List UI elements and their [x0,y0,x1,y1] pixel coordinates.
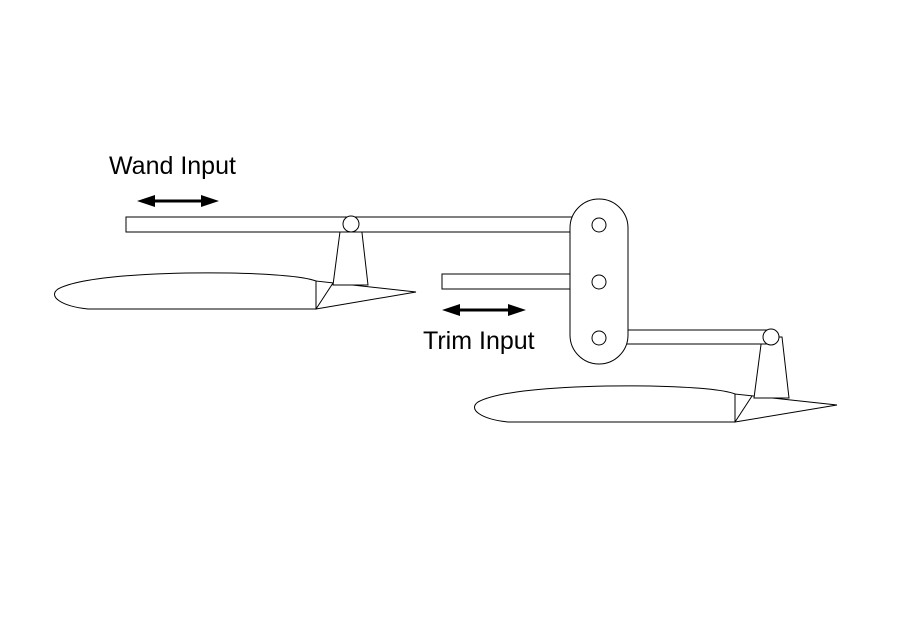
trim-push-rod [441,273,576,290]
lower-flap-horn [753,336,790,399]
bellcrank-hole-middle-icon [591,274,607,290]
bellcrank-hole-bottom-icon [591,330,607,346]
bellcrank-hole-top-icon [591,217,607,233]
upper-foil [54,272,417,310]
upper-pivot-icon [342,215,360,233]
trim-input-label: Trim Input [423,327,535,355]
lower-push-rod [621,329,773,345]
lower-foil [474,385,838,423]
trim-input-double-arrow-icon [442,304,526,316]
wand-input-double-arrow-icon [137,195,219,207]
wand-input-label: Wand Input [109,152,236,180]
upper-flap-horn [332,223,369,286]
lower-pivot-icon [762,328,780,346]
